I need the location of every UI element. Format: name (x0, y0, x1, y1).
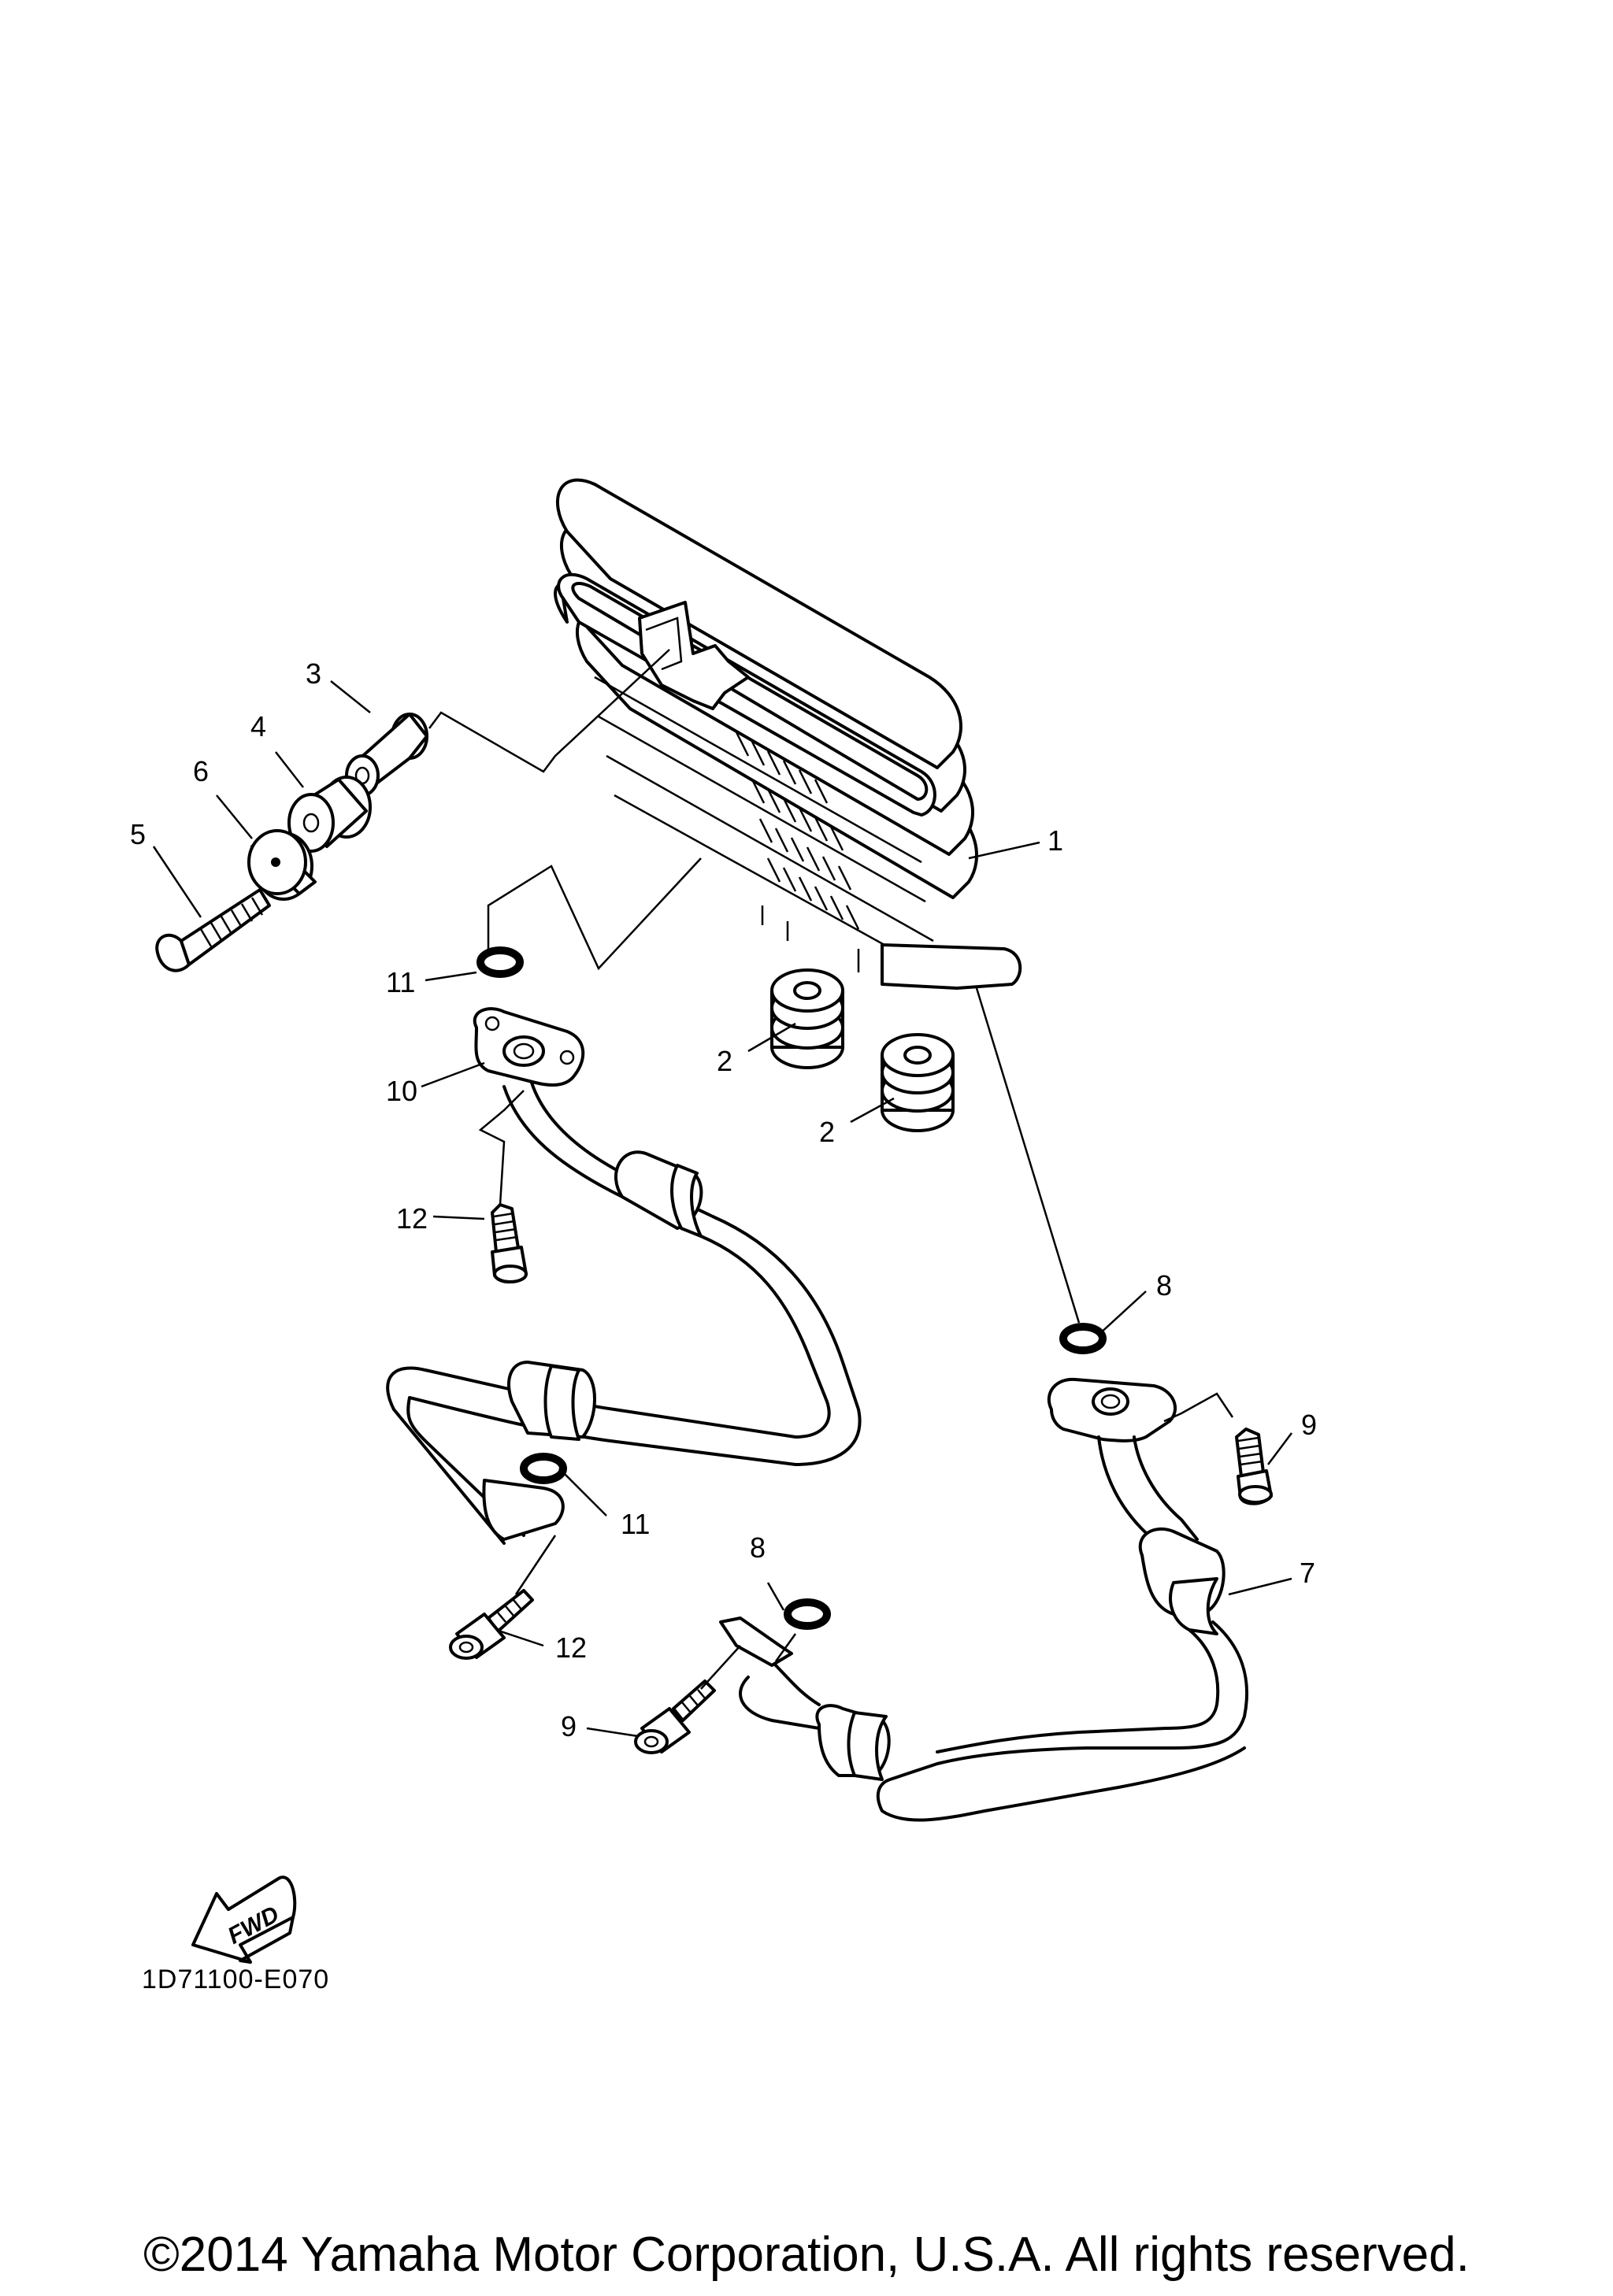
o-ring-8-upper (1059, 1323, 1107, 1354)
callout-2-right: 2 (819, 1116, 835, 1148)
bolt-5 (155, 888, 271, 972)
oil-pipe-flange-10 (473, 1007, 585, 1087)
bolt-12-upper (491, 1203, 528, 1283)
callout-7: 7 (1300, 1557, 1315, 1589)
oil-pipe-10 (386, 1081, 862, 1545)
bolt-12-lower (449, 1589, 534, 1660)
callout-9-upper: 9 (1301, 1409, 1317, 1441)
grommet-right (881, 1033, 955, 1132)
callout-8-lower: 8 (750, 1531, 766, 1564)
callout-11-lower: 11 (621, 1508, 650, 1540)
grommet-left (770, 968, 844, 1069)
callout-8-upper: 8 (1156, 1269, 1172, 1302)
callout-9-lower: 9 (561, 1710, 577, 1742)
o-ring-8-lower (784, 1598, 831, 1630)
callout-1: 1 (1048, 824, 1063, 857)
o-ring-11-lower (520, 1453, 567, 1484)
copyright-notice: ©2014 Yamaha Motor Corporation, U.S.A. A… (143, 2227, 1470, 2282)
callout-6: 6 (193, 755, 209, 787)
washer-6 (247, 829, 317, 901)
callout-4: 4 (250, 710, 266, 742)
callout-5: 5 (130, 818, 146, 850)
callout-12-upper: 12 (396, 1202, 428, 1235)
bolt-9-lower (634, 1679, 716, 1754)
oil-pipe-7 (719, 1377, 1248, 1822)
callout-2-left: 2 (717, 1045, 732, 1077)
callout-11-upper: 11 (386, 966, 415, 998)
callout-10: 10 (386, 1075, 417, 1107)
o-ring-11-upper (476, 946, 524, 978)
callout-3: 3 (306, 657, 321, 690)
bolt-9-upper (1235, 1428, 1273, 1505)
assembly-lines (152, 649, 1292, 1738)
oil-cooler (554, 478, 1022, 990)
fwd-arrow-icon: FWD (191, 1876, 297, 1964)
diagram-code: 1D71100-E070 (142, 1965, 330, 1994)
damper-4 (287, 776, 372, 853)
callout-12-lower: 12 (555, 1631, 587, 1664)
